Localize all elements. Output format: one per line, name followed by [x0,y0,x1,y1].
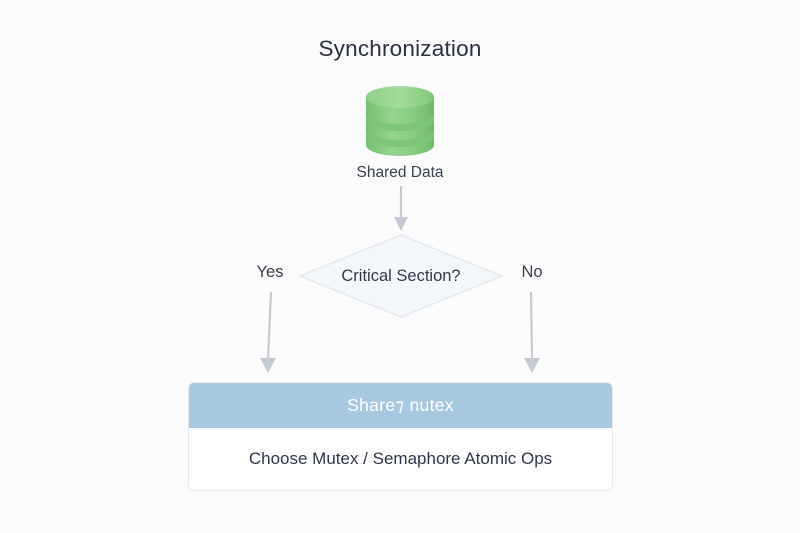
result-card-header: Share⁊ nutex [189,383,612,428]
arrow-yes-to-result [260,291,276,373]
edge-label-yes: Yes [256,263,284,281]
node-critical-section: Critical Section? [298,233,504,319]
result-card-body: Choose Mutex / Semaphore Atomic Ops [189,428,612,490]
node-shared-data-label: Shared Data [356,164,444,181]
arrow-no-to-result [524,291,540,373]
node-shared-data: Shared Data [356,84,444,181]
edge-label-no: No [521,263,543,281]
database-cylinder-icon [366,86,434,156]
node-critical-section-label: Critical Section? [341,266,461,285]
result-card-header-title: Share⁊ nutex [347,395,454,415]
decision-diamond-shape [298,234,504,318]
result-card-body-text: Choose Mutex / Semaphore Atomic Ops [248,449,553,468]
result-card: Share⁊ nutex Choose Mutex / Semaphore At… [188,382,613,491]
arrow-shared-data-to-decision [394,186,408,231]
page-title: Synchronization [318,36,482,61]
